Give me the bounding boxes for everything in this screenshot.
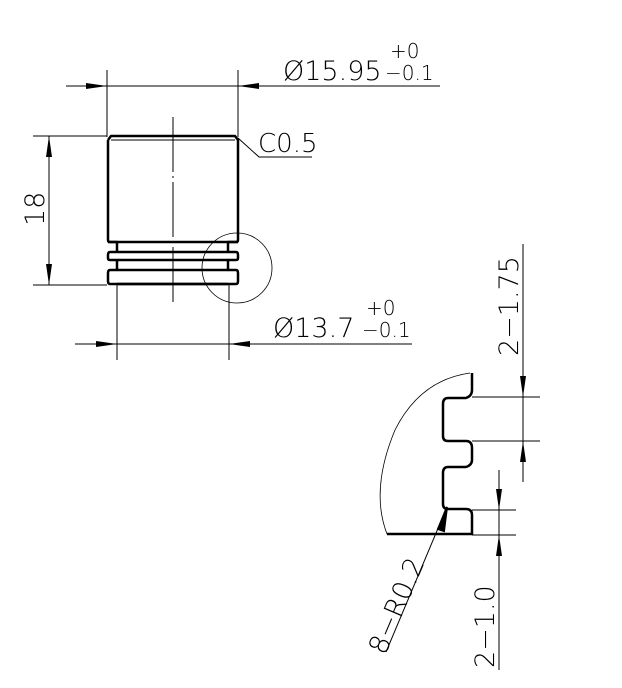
top-diameter-tol-upper: +0	[390, 39, 419, 63]
height-label: 18	[20, 192, 51, 226]
bottom-diameter-tol-lower: −0.1	[362, 318, 411, 342]
ring-width-label: 2−1.0	[470, 585, 501, 668]
bottom-diameter-label: Ø13.7	[273, 313, 354, 344]
bottom-diameter-tol-upper: +0	[366, 296, 395, 320]
chamfer-label: C0.5	[258, 129, 318, 159]
fillet-label: 8−R0.2	[363, 553, 431, 659]
groove-width-label: 2−1.75	[494, 256, 525, 356]
top-diameter-label: Ø15.95	[283, 56, 382, 87]
top-diameter-tol-lower: −0.1	[385, 61, 434, 85]
main-view: C0.5 Ø15.95 +0 −0.1 18 Ø13.7 +0 −0.1	[20, 39, 440, 360]
